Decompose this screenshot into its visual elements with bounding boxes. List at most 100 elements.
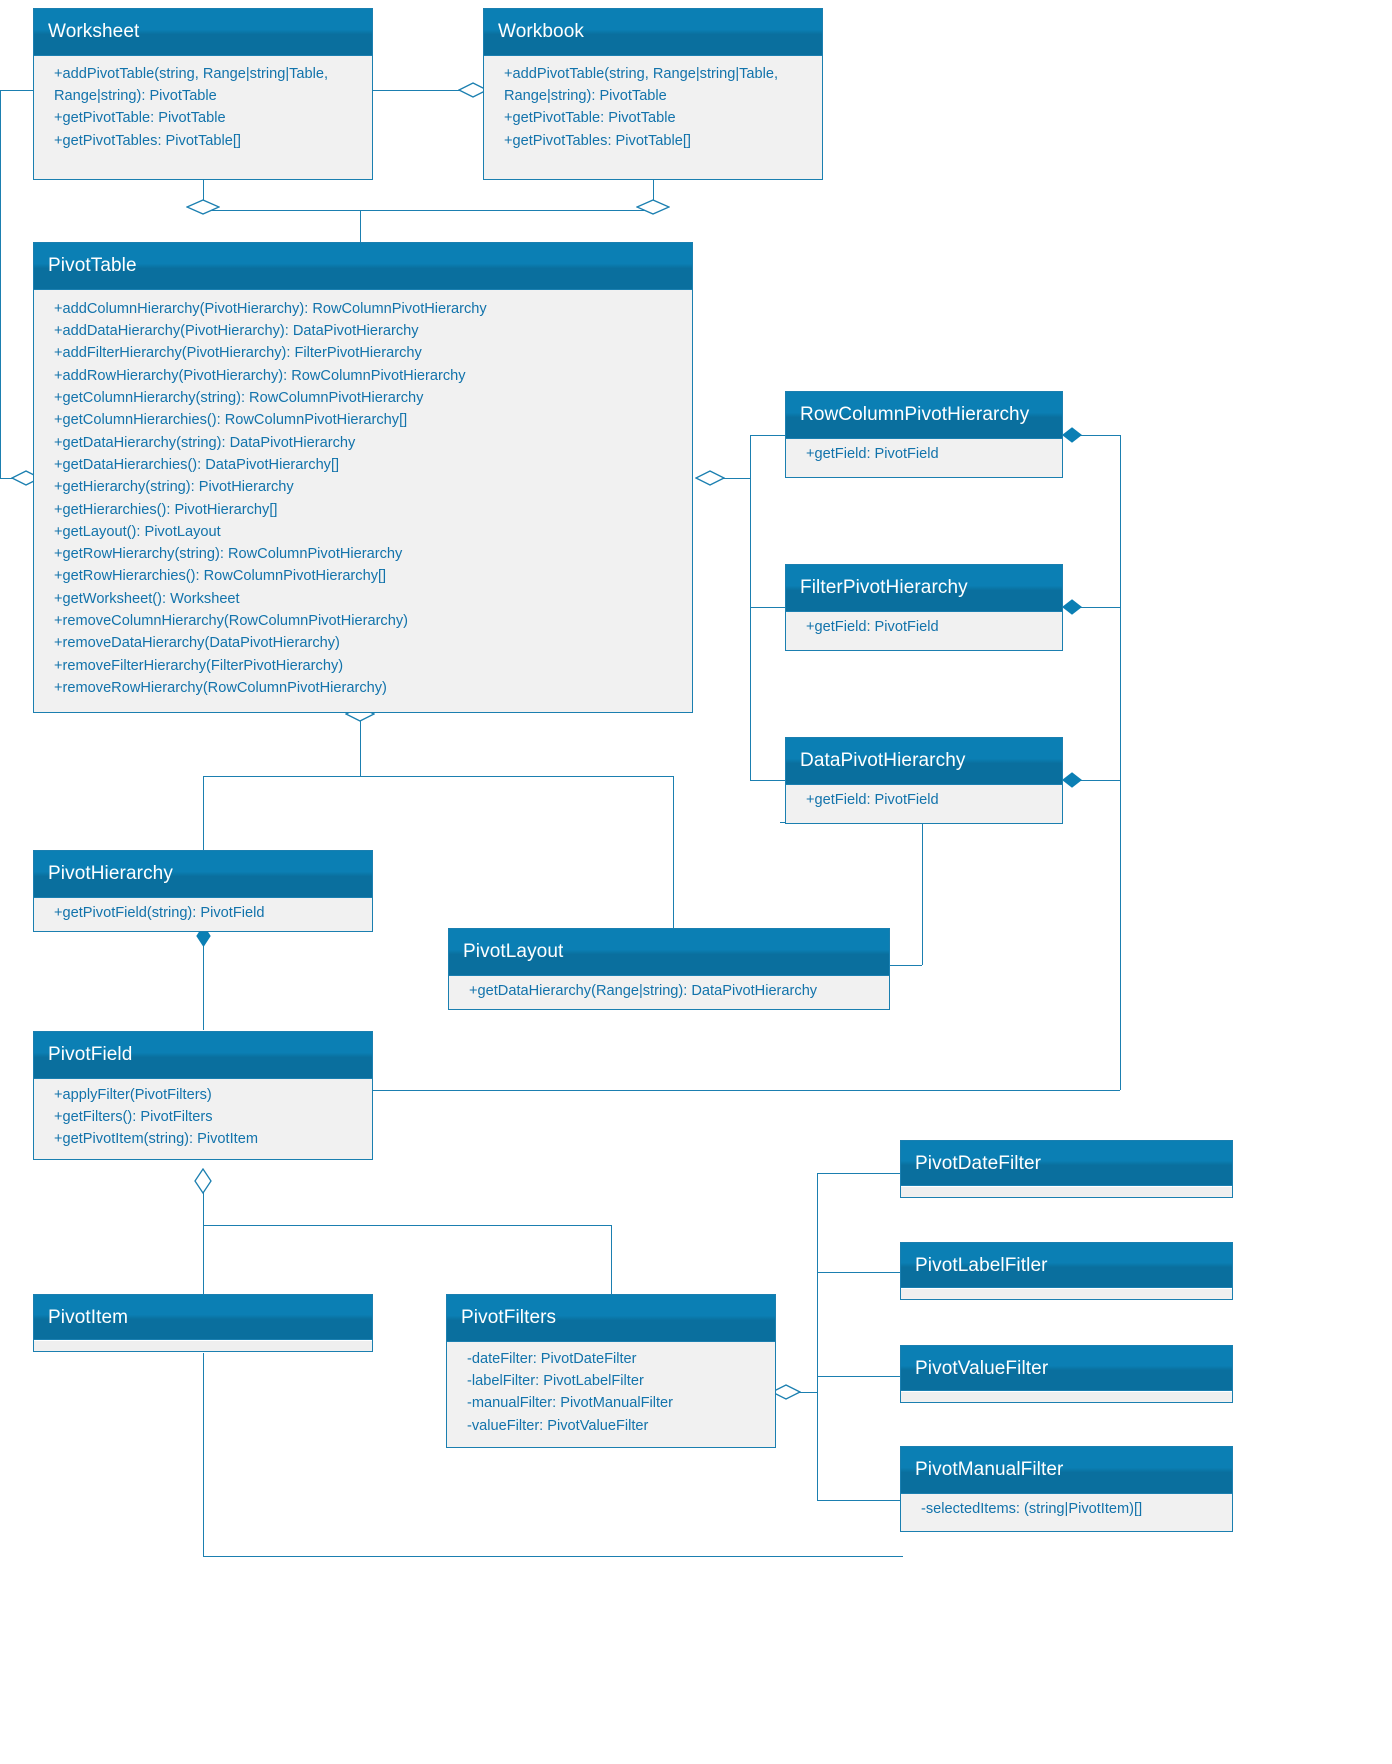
connector-right-loop-to-pivotfield [371,1090,1120,1091]
connector-to-pivotlayout-v [673,776,674,928]
member: +addFilterHierarchy(PivotHierarchy): Fil… [54,345,422,362]
member: +getHierarchies(): PivotHierarchy[] [54,501,278,518]
connector-pivotfield-split-h [203,1225,611,1226]
class-pivottable-title: PivotTable [34,243,692,290]
composition-diamond-filter [1062,599,1082,615]
class-pivotvaluefilter-title: PivotValueFilter [901,1346,1232,1391]
connector-data-branch [750,780,790,781]
member: +removeColumnHierarchy(RowColumnPivotHie… [54,613,409,630]
connector-filters-tree-v [817,1173,818,1500]
member: +getDataHierarchy(string): DataPivotHier… [54,434,356,451]
connector-workbook-down-v [653,180,654,210]
class-pivotitem-members [34,1339,372,1350]
member: +getWorksheet(): Worksheet [54,590,240,607]
connector-data-right [1068,780,1120,781]
member: +getFilters(): PivotFilters [54,1109,213,1126]
class-worksheet-members: +addPivotTable(string, Range|string|Tabl… [34,55,372,161]
class-pivotfilters-members: -dateFilter: PivotDateFilter -labelFilte… [447,1341,775,1444]
member: +getDataHierarchy(Range|string): DataPiv… [469,982,818,999]
composition-diamond-rowcolumn [1062,427,1082,443]
member: -selectedItems: (string|PivotItem)[] [921,1500,1143,1517]
class-pivotmanualfilter-title: PivotManualFilter [901,1447,1232,1494]
class-pivotlabelfilter[interactable]: PivotLabelFitler [900,1242,1233,1300]
class-pivotdatefilter[interactable]: PivotDateFilter [900,1140,1233,1198]
member: +applyFilter(PivotFilters) [54,1086,212,1103]
member: +removeDataHierarchy(DataPivotHierarchy) [54,635,340,652]
class-pivotvaluefilter-members [901,1390,1232,1401]
class-pivothierarchy-title: PivotHierarchy [34,851,372,898]
member: +addColumnHierarchy(PivotHierarchy): Row… [54,300,487,317]
member: +getPivotField(string): PivotField [54,904,265,921]
member: +getField: PivotField [806,618,939,635]
class-datapivothierarchy-title: DataPivotHierarchy [786,738,1062,785]
member: -valueFilter: PivotValueFilter [467,1417,649,1434]
class-pivotlabelfilter-title: PivotLabelFitler [901,1243,1232,1288]
class-rowcolumnpivothierarchy-title: RowColumnPivotHierarchy [786,392,1062,439]
member: +addPivotTable(string, Range|string|Tabl… [54,65,329,105]
class-pivotvaluefilter[interactable]: PivotValueFilter [900,1345,1233,1403]
connector-left-margin-v [0,90,1,478]
member: +getHierarchy(string): PivotHierarchy [54,479,294,496]
member: +getRowHierarchy(string): RowColumnPivot… [54,546,403,563]
class-rowcolumnpivothierarchy-members: +getField: PivotField [786,438,1062,470]
class-pivottable[interactable]: PivotTable +addColumnHierarchy(PivotHier… [33,242,693,713]
connector-filter-right [1068,607,1120,608]
member: +getLayout(): PivotLayout [54,523,221,540]
class-pivotitem[interactable]: PivotItem [33,1294,373,1352]
connector-left-margin-pivottable [0,478,18,479]
class-pivothierarchy[interactable]: PivotHierarchy +getPivotField(string): P… [33,850,373,932]
member: +addDataHierarchy(PivotHierarchy): DataP… [54,323,419,340]
class-pivotdatefilter-members [901,1185,1232,1196]
class-pivotfilters[interactable]: PivotFilters -dateFilter: PivotDateFilte… [446,1294,776,1448]
connector-left-margin-worksheet [0,90,33,91]
aggregation-diamond-worksheet-workbook [458,82,488,98]
member: +getPivotTable: PivotTable [504,110,676,127]
connector-worksheet-workbook-h [203,210,653,211]
class-workbook[interactable]: Workbook +addPivotTable(string, Range|st… [483,8,823,180]
connector-worksheet-pivottable-v [203,180,204,210]
class-rowcolumnpivothierarchy[interactable]: RowColumnPivotHierarchy +getField: Pivot… [785,391,1063,478]
class-filterpivothierarchy[interactable]: FilterPivotHierarchy +getField: PivotFie… [785,564,1063,651]
connector-pivotitem-bottom-v [203,1353,204,1556]
connector-pivottable-bottom-v [360,713,361,776]
class-datapivothierarchy[interactable]: DataPivotHierarchy +getField: PivotField [785,737,1063,824]
class-pivotfield[interactable]: PivotField +applyFilter(PivotFilters) +g… [33,1031,373,1160]
member: +getRowHierarchies(): RowColumnPivotHier… [54,568,387,585]
connector-rowcolumn-branch [750,435,790,436]
class-pivotlayout-members: +getDataHierarchy(Range|string): DataPiv… [449,975,889,1007]
class-pivothierarchy-members: +getPivotField(string): PivotField [34,897,372,929]
member: +removeRowHierarchy(RowColumnPivotHierar… [54,679,387,696]
aggregation-diamond-workbook [636,199,670,215]
class-pivotfilters-title: PivotFilters [447,1295,775,1342]
connector-pivotitem-to-manualfilter-h [203,1556,903,1557]
class-pivotlayout-title: PivotLayout [449,929,889,976]
connector-to-pivotfilters-v [611,1225,612,1295]
aggregation-diamond-pivotfield [194,1168,212,1194]
class-datapivothierarchy-members: +getField: PivotField [786,784,1062,816]
class-worksheet[interactable]: Worksheet +addPivotTable(string, Range|s… [33,8,373,180]
connector-manualfilter-branch [817,1500,902,1501]
class-pivotitem-title: PivotItem [34,1295,372,1340]
class-pivotfield-members: +applyFilter(PivotFilters) +getFilters()… [34,1078,372,1157]
class-pivotlayout[interactable]: PivotLayout +getDataHierarchy(Range|stri… [448,928,890,1010]
connector-to-pivottable-v [360,210,361,242]
connector-labelfilter-branch [817,1272,902,1273]
member: -dateFilter: PivotDateFilter [467,1350,637,1367]
connector-right-loop-v [1120,435,1121,1090]
connector-datefilter-branch [817,1173,902,1174]
member: +getColumnHierarchies(): RowColumnPivotH… [54,412,408,429]
connector-to-pivothierarchy-v [203,776,204,850]
member: +getPivotItem(string): PivotItem [54,1131,258,1148]
member: +getDataHierarchies(): DataPivotHierarch… [54,456,340,473]
class-pivotmanualfilter-members: -selectedItems: (string|PivotItem)[] [901,1493,1232,1525]
member: +getField: PivotField [806,445,939,462]
member: +getPivotTables: PivotTable[] [504,132,691,149]
composition-diamond-data [1062,772,1082,788]
member: -labelFilter: PivotLabelFilter [467,1373,644,1390]
class-pivotmanualfilter[interactable]: PivotManualFilter -selectedItems: (strin… [900,1446,1233,1532]
aggregation-diamond-pivotfilters [771,1384,801,1400]
class-filterpivothierarchy-members: +getField: PivotField [786,611,1062,643]
member: -manualFilter: PivotManualFilter [467,1395,674,1412]
connector-pivottable-bottom-h [203,776,673,777]
